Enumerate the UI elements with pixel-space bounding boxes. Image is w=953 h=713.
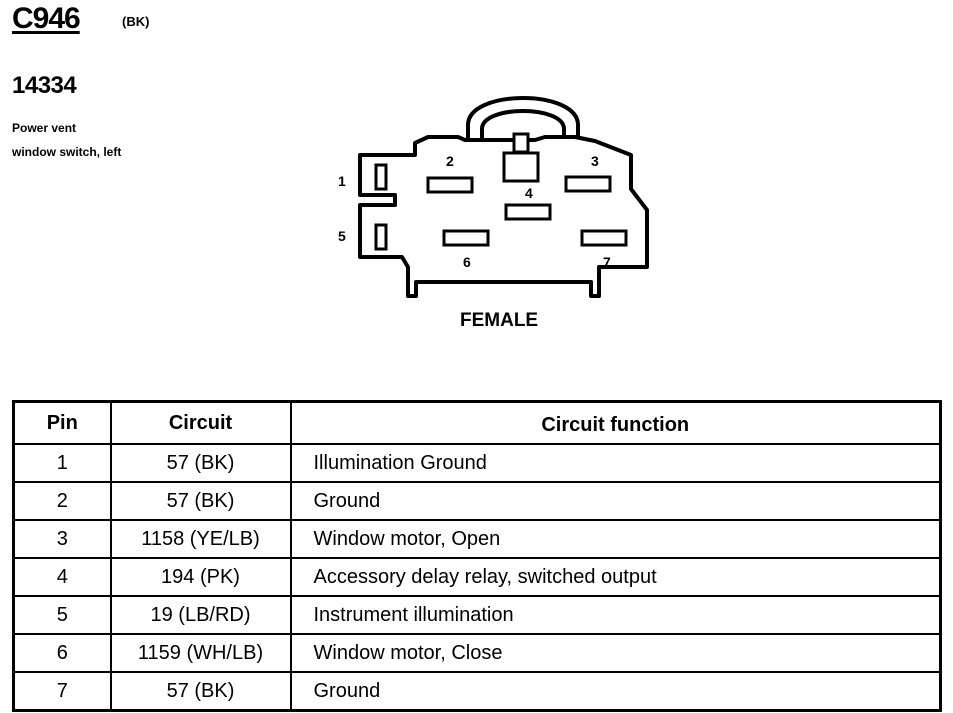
pin-label: 5	[338, 228, 346, 244]
table-row: 3 1158 (YE/LB) Window motor, Open	[12, 519, 942, 559]
pin-table: Pin Circuit Circuit function 1 57 (BK) I…	[12, 400, 942, 712]
cell-pin: 3	[12, 519, 112, 559]
connector-face-svg: 1 2 3 4 5 6 7 FEMALE	[338, 96, 649, 331]
cell-pin: 4	[12, 557, 112, 597]
table-row: 5 19 (LB/RD) Instrument illumination	[12, 595, 942, 635]
latch-arch	[466, 96, 580, 139]
cell-function: Window motor, Close	[289, 633, 942, 673]
table-row: 7 57 (BK) Ground	[12, 671, 942, 712]
pin-label: 7	[603, 254, 611, 270]
cell-circuit: 19 (LB/RD)	[109, 595, 292, 635]
connector-description-line: window switch, left	[12, 145, 122, 159]
cell-circuit: 57 (BK)	[109, 443, 292, 483]
table-row: 2 57 (BK) Ground	[12, 481, 942, 521]
header-pin: Pin	[12, 400, 112, 445]
cavity-3	[564, 175, 612, 193]
pin-label: 4	[525, 185, 533, 201]
cell-circuit: 194 (PK)	[109, 557, 292, 597]
cavity-2	[426, 176, 474, 194]
latch-arch-inner	[480, 109, 566, 139]
gender-label: FEMALE	[460, 310, 538, 331]
table-row: 6 1159 (WH/LB) Window motor, Close	[12, 633, 942, 673]
cell-pin: 7	[12, 671, 112, 712]
header-circuit: Circuit	[109, 400, 292, 445]
cell-pin: 2	[12, 481, 112, 521]
cavity-1	[374, 163, 388, 191]
connector-housing	[358, 96, 649, 298]
cell-function: Instrument illumination	[289, 595, 942, 635]
cell-function: Ground	[289, 481, 942, 521]
cell-pin: 6	[12, 633, 112, 673]
terminal-cavities	[374, 163, 628, 251]
pin-label: 6	[463, 254, 471, 270]
cavity-4	[504, 203, 552, 221]
table-row: 1 57 (BK) Illumination Ground	[12, 443, 942, 483]
cell-circuit: 57 (BK)	[109, 671, 292, 712]
cell-pin: 5	[12, 595, 112, 635]
pin-label: 1	[338, 173, 346, 189]
cell-circuit: 1158 (YE/LB)	[109, 519, 292, 559]
connector-face-diagram: 1 2 3 4 5 6 7 FEMALE	[320, 85, 680, 335]
part-number: 14334	[12, 72, 77, 99]
cavity-7	[580, 229, 628, 247]
table-header-row: Pin Circuit Circuit function	[12, 400, 942, 445]
table-row: 4 194 (PK) Accessory delay relay, switch…	[12, 557, 942, 597]
pin-label: 2	[446, 153, 454, 169]
cell-pin: 1	[12, 443, 112, 483]
cell-function: Window motor, Open	[289, 519, 942, 559]
connector-id: C946	[12, 2, 81, 35]
pin-label: 3	[591, 153, 599, 169]
cell-function: Illumination Ground	[289, 443, 942, 483]
cavity-5	[374, 223, 388, 251]
cell-function: Accessory delay relay, switched output	[289, 557, 942, 597]
cell-function: Ground	[289, 671, 942, 712]
connector-description-line: Power vent	[12, 121, 77, 135]
cell-circuit: 1159 (WH/LB)	[109, 633, 292, 673]
header-circuit-function: Circuit function	[289, 400, 942, 445]
latch-body	[502, 132, 540, 183]
connector-color: (BK)	[122, 14, 150, 29]
cell-circuit: 57 (BK)	[109, 481, 292, 521]
cavity-6	[442, 229, 490, 247]
